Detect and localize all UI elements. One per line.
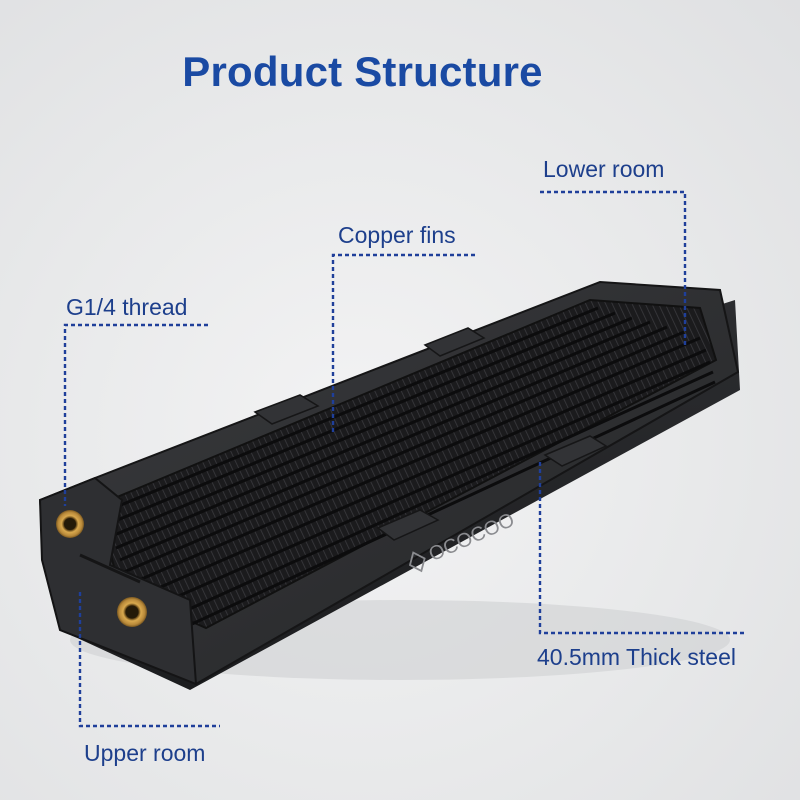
lower-room-label: Lower room bbox=[543, 156, 665, 182]
thick-steel-leader bbox=[538, 462, 745, 635]
copper-fins-label: Copper fins bbox=[338, 222, 456, 248]
copper-fins-leader bbox=[331, 253, 475, 432]
leader-lines bbox=[63, 190, 745, 728]
chamber-divider bbox=[79, 553, 141, 584]
lower-room-leader bbox=[540, 190, 687, 345]
page-title: Product Structure bbox=[182, 48, 543, 95]
frame-tabs bbox=[253, 327, 608, 541]
thick-steel-label: 40.5mm Thick steel bbox=[537, 644, 736, 670]
g1-4-thread-fitting-top bbox=[56, 510, 84, 538]
thread-label: G1/4 thread bbox=[66, 294, 188, 320]
upper-room-label: Upper room bbox=[84, 740, 206, 766]
tube-rows bbox=[103, 306, 716, 626]
thread-leader bbox=[63, 323, 208, 506]
upper-room-leader bbox=[78, 592, 220, 728]
g1-4-thread-fitting-bottom bbox=[117, 597, 147, 627]
